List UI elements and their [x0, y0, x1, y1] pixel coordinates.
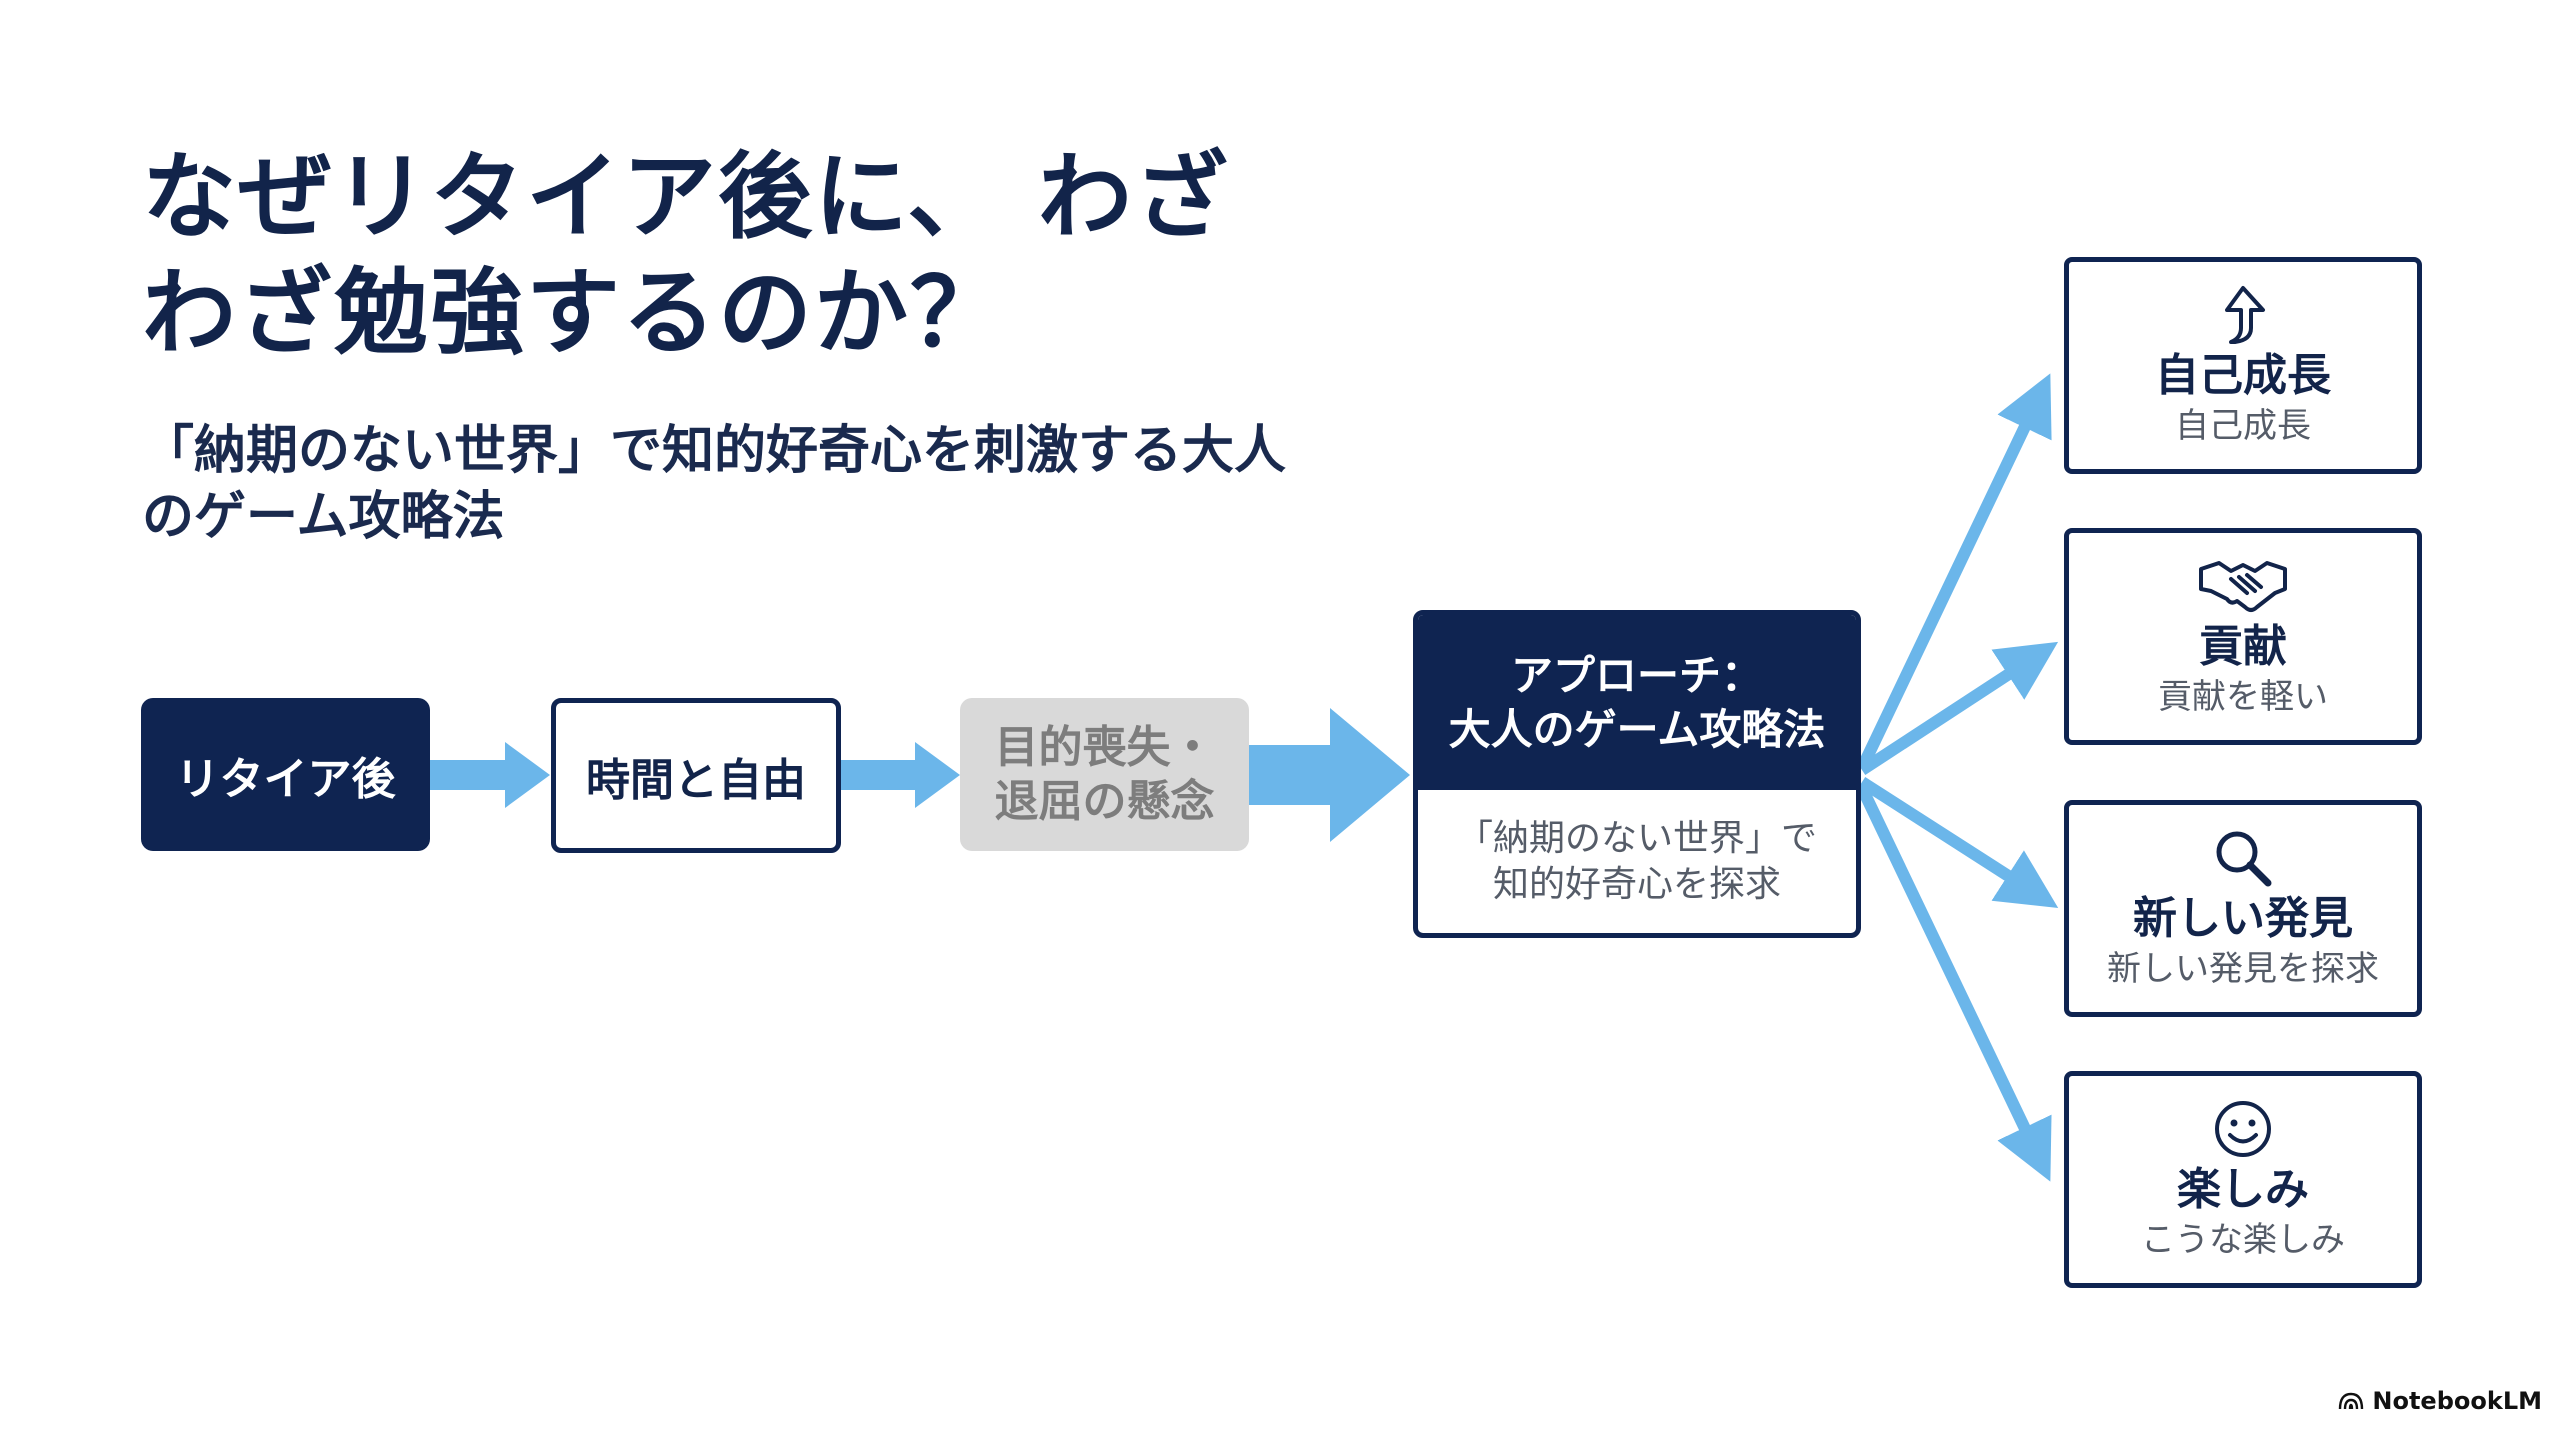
arrow-to-growth [1856, 373, 2052, 771]
approach-title-line-1: アプローチ： [1510, 650, 1763, 700]
outcome-title: 新しい発見 [2133, 893, 2353, 944]
outcome-title: 自己成長 [2155, 350, 2331, 401]
brand-watermark: NotebookLM [2338, 1387, 2542, 1415]
step-time-freedom: 時間と自由 [551, 698, 841, 853]
arrow-to-contribution [1858, 641, 2059, 776]
step-loss-line-2: 退屈の懸念 [994, 775, 1215, 827]
approach-body-line-2: 知的好奇心を探求 [1492, 863, 1781, 905]
slide-title: なぜリタイア後に、 わざわざ勉強するのか？ [142, 143, 1230, 368]
outcome-title: 貢献 [2199, 621, 2287, 672]
arrow-retire-to-time [430, 742, 550, 808]
magnifier-icon [2069, 827, 2417, 889]
outcome-subtitle: 自己成長 [2175, 406, 2311, 446]
approach-title-line-2: 大人のゲーム攻略法 [1448, 704, 1826, 754]
step-loss-line-1: 目的喪失・ [994, 721, 1215, 773]
notebooklm-logo-icon [2339, 1392, 2364, 1410]
approach-body: 「納期のない世界」で 知的好奇心を探求 [1418, 790, 1856, 933]
outcome-card-growth: 自己成長 自己成長 [2064, 257, 2422, 474]
step-loss-of-purpose: 目的喪失・ 退屈の懸念 [960, 698, 1249, 851]
outcome-title: 楽しみ [2177, 1164, 2309, 1215]
approach-header: アプローチ： 大人のゲーム攻略法 [1418, 615, 1856, 790]
approach-body-line-1: 「納期のない世界」で [1456, 817, 1817, 859]
outcome-subtitle: こうな楽しみ [2141, 1220, 2345, 1260]
arrow-time-to-loss [841, 742, 960, 808]
smiley-icon [2069, 1098, 2417, 1160]
step-time-freedom-label: 時間と自由 [586, 754, 806, 806]
outcome-subtitle: 貢献を軽い [2158, 677, 2328, 717]
arrow-up-icon [2069, 284, 2417, 346]
step-retirement: リタイア後 [141, 698, 430, 851]
step-retirement-label: リタイア後 [175, 753, 396, 805]
brand-name: NotebookLM [2372, 1387, 2542, 1415]
outcome-card-contribution: 貢献 貢献を軽い [2064, 528, 2422, 745]
arrow-to-discovery [1858, 776, 2059, 908]
outcome-card-discovery: 新しい発見 新しい発見を探求 [2064, 800, 2422, 1017]
outcome-card-fun: 楽しみ こうな楽しみ [2064, 1071, 2422, 1288]
arrow-loss-to-approach [1249, 708, 1410, 842]
arrow-to-fun [1856, 785, 2052, 1182]
slide-subtitle: 「納期のない世界」で知的好奇心を刺激する大人のゲーム攻略法 [142, 421, 1287, 547]
outcome-subtitle: 新しい発見を探求 [2107, 949, 2379, 989]
handshake-icon [2069, 555, 2417, 617]
approach-box: アプローチ： 大人のゲーム攻略法 「納期のない世界」で 知的好奇心を探求 [1413, 610, 1861, 938]
